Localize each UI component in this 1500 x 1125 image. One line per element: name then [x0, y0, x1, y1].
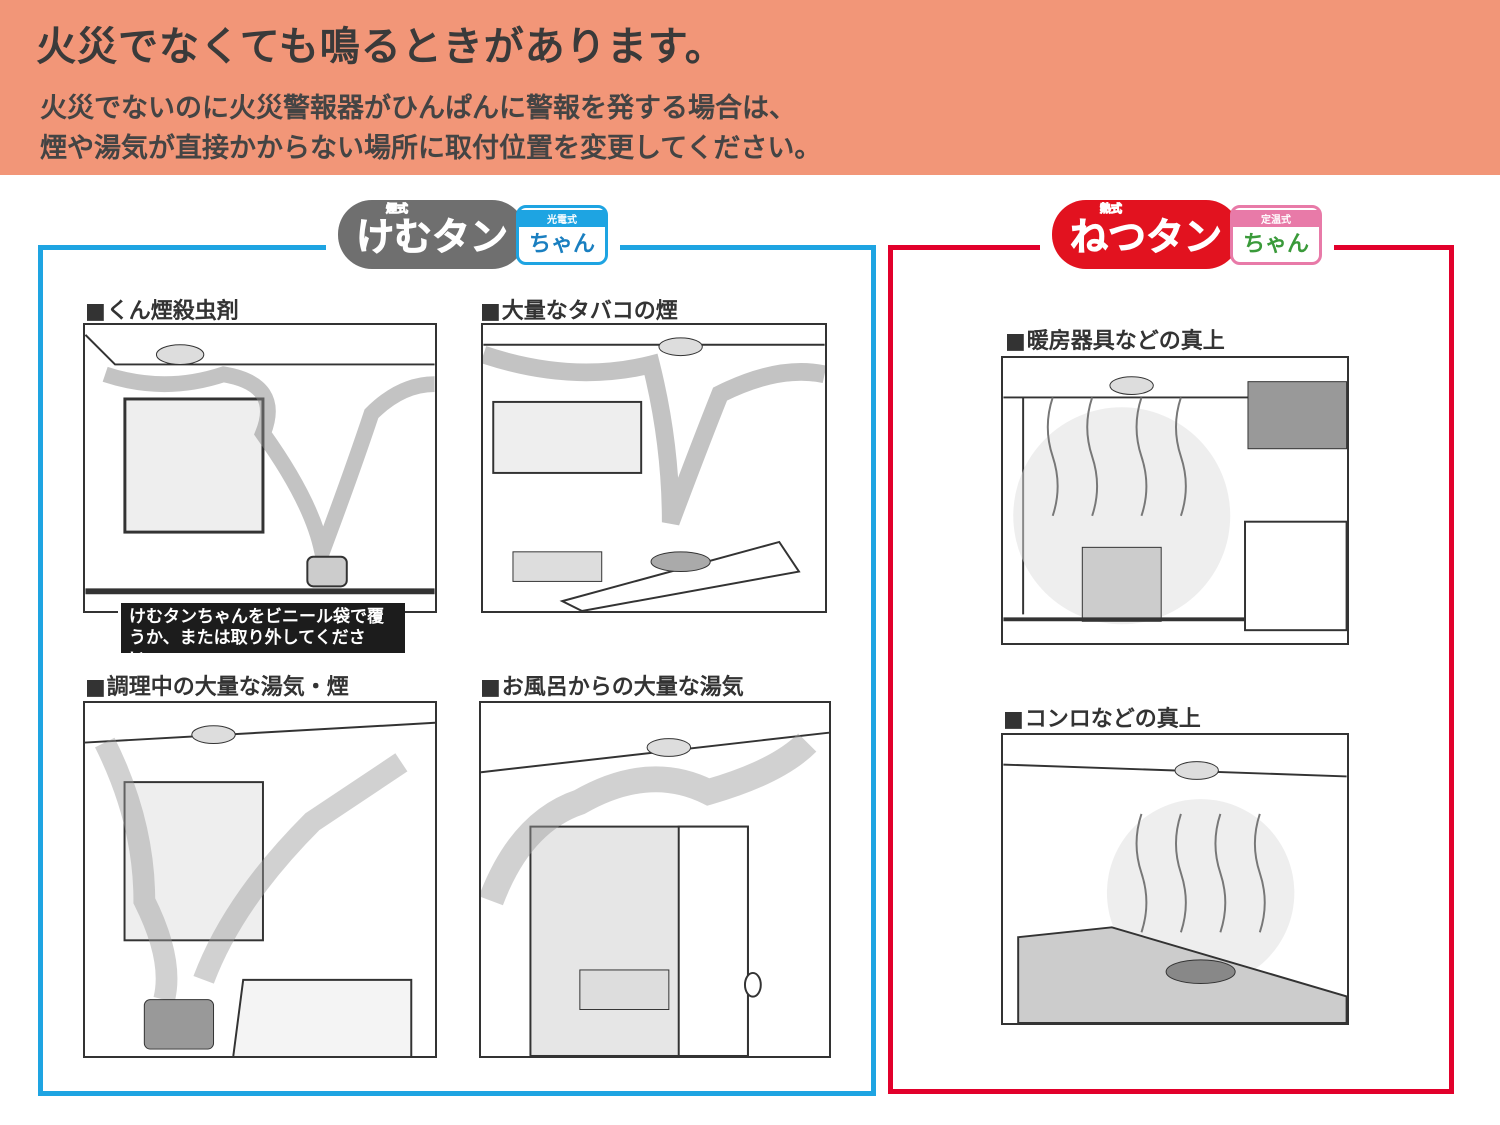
kemutan-logo: 煙式けむタン 光電式ちゃん — [326, 200, 621, 269]
fumigant-illustration — [83, 323, 437, 613]
header-banner: 火災でなくても鳴るときがあります。 火災でないのに火災警報器がひんぱんに警報を発… — [0, 0, 1500, 175]
panel-label-tobacco: 大量なタバコの煙 — [480, 293, 678, 325]
page-title: 火災でなくても鳴るときがあります。 — [36, 24, 726, 70]
panel-label-fumigant: くん煙殺虫剤 — [85, 293, 239, 325]
panel-label-bath: お風呂からの大量な湯気 — [480, 669, 744, 701]
panel-label-heater: 暖房器具などの真上 — [1005, 323, 1225, 355]
subtitle-line-1: 火災でないのに火災警報器がひんぱんに警報を発する場合は、 — [40, 93, 796, 124]
subtitle-line-2: 煙や湯気が直接かからない場所に取付位置を変更してください。 — [40, 133, 822, 164]
caption-cover-detector: けむタンちゃんをビニール袋で覆うか、または取り外してください。 — [118, 603, 405, 669]
panel-label-cooking: 調理中の大量な湯気・煙 — [85, 669, 349, 701]
netsutan-logo: 熱式ねつタン 定温式ちゃん — [1040, 200, 1335, 269]
bath-illustration — [479, 701, 831, 1058]
cooking-illustration — [83, 701, 437, 1058]
stove-illustration — [1001, 733, 1349, 1025]
heater-illustration — [1001, 356, 1349, 645]
tobacco-illustration — [481, 323, 827, 613]
panel-label-stove: コンロなどの真上 — [1003, 701, 1201, 733]
